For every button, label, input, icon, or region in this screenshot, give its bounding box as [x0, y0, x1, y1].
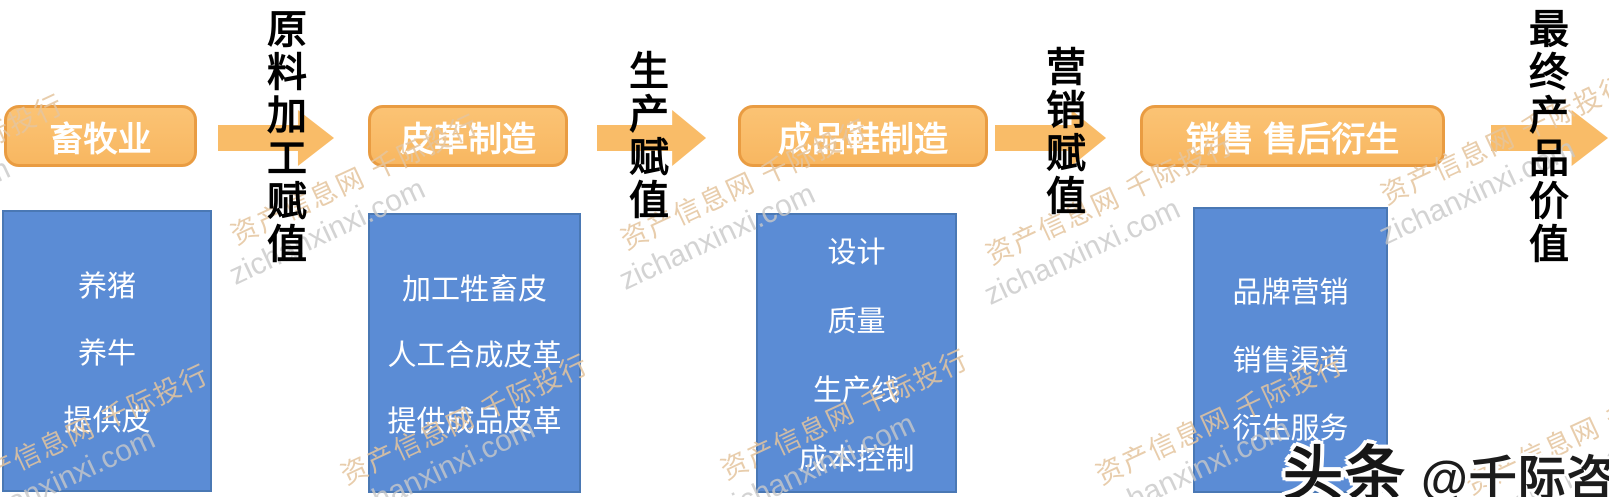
detail-item: 提供皮: [63, 405, 151, 437]
detail-item: 设计: [827, 236, 886, 269]
stage-box-leather-manufacturing: 皮革制造: [368, 105, 568, 167]
detail-box-livestock: 养猪 养牛 提供皮: [2, 210, 212, 492]
detail-item: 加工牲畜皮: [401, 274, 547, 306]
detail-box-shoe-manufacturing: 设计 质量 生产线 成本控制: [756, 213, 957, 493]
detail-item: 提供成品皮革: [387, 406, 562, 438]
toutiao-logo: 头条: [1283, 441, 1407, 497]
detail-item: 养牛: [77, 338, 136, 370]
detail-item: 销售渠道: [1232, 345, 1349, 377]
detail-item: 品牌营销: [1232, 277, 1349, 309]
connector-label-final-product-value: 最终产品价值: [1523, 8, 1567, 266]
detail-item: 生产线: [812, 374, 900, 407]
connector-label-marketing-value: 营销赋值: [1040, 46, 1084, 218]
arrow-right-icon: [218, 110, 335, 166]
brand-handle: @千际咨询: [1421, 453, 1609, 497]
detail-item: 养猪: [77, 271, 136, 303]
arrow-right-icon: [995, 110, 1107, 166]
stage-box-sales-aftersales: 销售 售后衍生: [1140, 105, 1445, 167]
detail-item: 成本控制: [798, 443, 915, 476]
detail-item: 人工合成皮革: [387, 340, 562, 372]
connector-label-raw-material-processing: 原料加工赋值: [261, 8, 305, 266]
detail-box-sales-aftersales: 品牌营销 销售渠道 衍生服务: [1193, 207, 1388, 493]
detail-box-leather-manufacturing: 加工牲畜皮 人工合成皮革 提供成品皮革: [368, 213, 581, 493]
stage-box-shoe-manufacturing: 成品鞋制造: [738, 105, 988, 167]
detail-item: 质量: [827, 305, 886, 338]
stage-box-livestock: 畜牧业: [4, 105, 197, 167]
toutiao-branding: 头条 @千际咨询: [1283, 426, 1609, 497]
detail-item: 衍生服务: [1232, 413, 1349, 445]
connector-label-production-value: 生产赋值: [623, 50, 667, 222]
arrow-right-icon: [1491, 110, 1609, 166]
arrow-right-icon: [597, 110, 707, 166]
